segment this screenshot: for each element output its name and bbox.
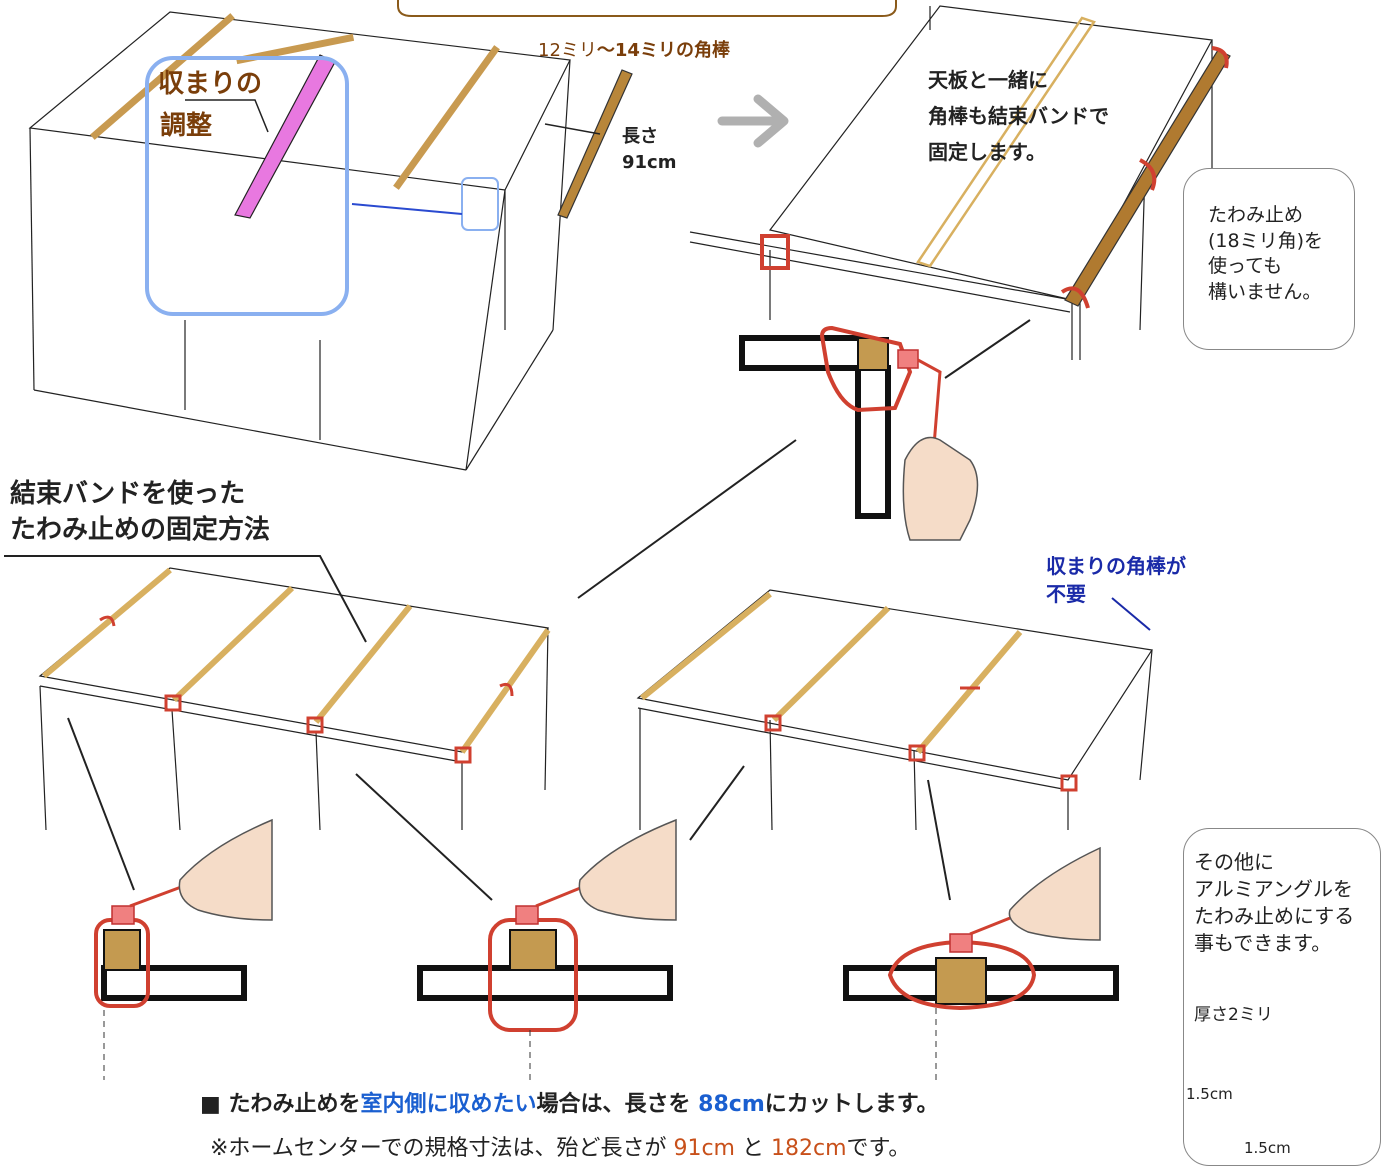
method-label-1: 結束バンドを使った (10, 479, 246, 509)
bottom-left-frame (38, 567, 550, 831)
bar-size-label: 12ミリ〜14ミリの角棒 (538, 38, 730, 63)
note-bottom: その他に アルミアングルを たわみ止めにする 事もできます。 (1183, 828, 1381, 1166)
footer-n4: 182cm (770, 1136, 847, 1161)
top-right-fixed-bar (1064, 49, 1231, 307)
footer-t1: たわみ止めを (228, 1092, 361, 1117)
footer-n5: です。 (846, 1136, 911, 1161)
bar-size-a: 12ミリ (538, 40, 597, 61)
note-top-line: (18ミリ角)を (1208, 229, 1324, 252)
unneeded-pointer (1111, 597, 1151, 631)
note-top-line: たわみ止め (1208, 204, 1304, 226)
adjust-label-1: 収まりの (158, 69, 263, 99)
note-bottom-text: その他に アルミアングルを たわみ止めにする 事もできます。 (1194, 849, 1354, 957)
dim-v-label: 1.5cm (1186, 1085, 1233, 1103)
adjust-label-2: 調整 (160, 111, 213, 141)
method-label-2: たわみ止めの固定方法 (10, 515, 271, 545)
bottom-right-bands (764, 686, 1078, 792)
thickness-label: 厚さ2ミリ (1194, 1005, 1273, 1025)
fix-label-3: 固定します。 (928, 140, 1046, 164)
bottom-left-bands (99, 615, 514, 764)
detail-pointers (67, 717, 951, 901)
corner-frame (461, 177, 499, 231)
footer-n3: と (734, 1136, 771, 1161)
note-bottom-line: その他に (1194, 850, 1274, 874)
hand-2 (178, 818, 273, 921)
adjust-frame (145, 56, 349, 316)
top-right-bands (760, 46, 1229, 309)
footer-n1: ※ホームセンターでの規格寸法は、殆ど長さが (210, 1136, 674, 1161)
dim-h-label: 1.5cm (1244, 1139, 1291, 1157)
bottom-detail-3 (843, 846, 1119, 1080)
footer-t3: 場合は、長さを (536, 1092, 699, 1117)
note-top-line: 構いません。 (1208, 280, 1322, 303)
footer-t5: にカットします。 (764, 1092, 939, 1117)
top-left-box (28, 11, 571, 471)
hand-1 (902, 436, 979, 541)
fix-label-2: 角棒も結束バンドで (928, 104, 1109, 128)
footer-main: ■ たわみ止めを室内側に収めたい場合は、長さを 88cmにカットします。 (200, 1086, 939, 1118)
bottom-detail-2 (417, 818, 677, 1080)
bottom-detail-1 (94, 818, 273, 1080)
blue-pointer (351, 203, 463, 215)
note-bottom-line: 事もできます。 (1194, 931, 1332, 955)
detail-pointer-1 (944, 319, 1031, 379)
length-leader (544, 123, 601, 135)
note-top-text: たわみ止め (18ミリ角)を 使っても 構いません。 (1208, 203, 1323, 306)
loose-bar (557, 69, 633, 219)
note-bottom-line: アルミアングルを (1194, 877, 1353, 901)
hand-3 (578, 818, 677, 921)
note-top: たわみ止め (18ミリ角)を 使っても 構いません。 (1183, 168, 1355, 350)
bottom-right-bars (640, 591, 1023, 754)
note-top-line: 使っても (1208, 255, 1283, 278)
top-right-detail (739, 325, 979, 541)
right-arrow-icon (717, 94, 789, 148)
unneeded-label-1: 収まりの角棒が (1046, 554, 1186, 578)
top-right-box (689, 5, 1213, 360)
top-banner-edge (397, 0, 897, 17)
bar-size-b: 〜14ミリの角棒 (596, 40, 730, 61)
footer-t2: 室内側に収めたい (360, 1092, 537, 1117)
bottom-right-frame (636, 589, 1154, 831)
footer-bullet: ■ (200, 1092, 229, 1117)
hand-4 (1008, 846, 1101, 941)
top-right-light-bar (916, 16, 1096, 268)
fix-label-1: 天板と一緒に (928, 68, 1048, 92)
length-label: 長さ (622, 126, 658, 147)
footer-note: ※ホームセンターでの規格寸法は、殆ど長さが 91cm と 182cmです。 (210, 1130, 910, 1162)
unneeded-label-2: 不要 (1046, 582, 1086, 606)
method-leader (4, 555, 367, 643)
length-value: 91cm (622, 152, 677, 173)
footer-n2: 91cm (673, 1136, 735, 1161)
footer-t4: 88cm (698, 1092, 765, 1117)
note-bottom-line: たわみ止めにする (1194, 904, 1355, 928)
bottom-left-bars (42, 567, 551, 754)
adjust-leader (185, 99, 269, 133)
detail-pointer-2 (577, 439, 797, 599)
